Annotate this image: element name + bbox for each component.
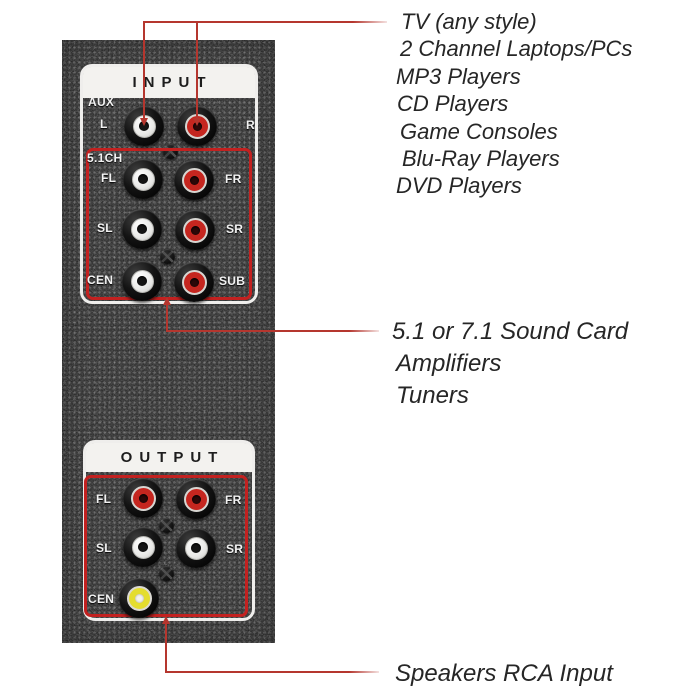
rca-hole bbox=[138, 542, 148, 552]
rca-ring-red bbox=[181, 269, 207, 295]
rca-ring-white bbox=[130, 269, 154, 293]
output-sr-jack bbox=[176, 528, 216, 568]
rca-hole bbox=[189, 277, 199, 287]
rca-ring-red bbox=[130, 485, 156, 511]
screw-icon bbox=[163, 144, 178, 159]
rca-hole bbox=[192, 121, 202, 131]
source-item: MP3 Players bbox=[396, 63, 521, 89]
input-fr-jack bbox=[174, 160, 214, 200]
input-sub-jack bbox=[174, 262, 214, 302]
rca-ring-white bbox=[130, 217, 154, 241]
rca-ring-white bbox=[131, 167, 155, 191]
rca-ring-red bbox=[182, 217, 208, 243]
aux-left-label: L bbox=[100, 117, 108, 131]
surround-callout-line bbox=[166, 303, 168, 332]
rca-ring-yellow bbox=[126, 585, 152, 611]
screw-icon bbox=[159, 566, 174, 581]
output-cen-label: CEN bbox=[88, 592, 115, 606]
input-label-band: INPUT bbox=[83, 67, 255, 98]
output-cen-jack bbox=[119, 578, 159, 618]
source-item: 5.1 or 7.1 Sound Card bbox=[392, 318, 629, 345]
output-label-band: OUTPUT bbox=[86, 443, 252, 472]
rca-hole bbox=[191, 543, 201, 553]
rca-hole bbox=[137, 224, 147, 234]
callout-arrow-icon bbox=[140, 118, 148, 126]
screw-icon bbox=[159, 518, 174, 533]
source-item: Tuners bbox=[396, 382, 469, 409]
surround-sources-list: 5.1 or 7.1 Sound Card Amplifiers Tuners bbox=[392, 316, 628, 412]
rca-ring-red bbox=[183, 486, 209, 512]
output-sl-jack bbox=[123, 527, 163, 567]
source-item: Speakers RCA Input bbox=[395, 660, 613, 687]
sources-callout-line bbox=[143, 21, 145, 119]
rca-hole bbox=[137, 276, 147, 286]
sources-callout-line bbox=[144, 21, 387, 23]
panel-texture bbox=[62, 40, 275, 643]
output-sr-label: SR bbox=[226, 542, 244, 556]
speaker-callout-line bbox=[165, 622, 167, 673]
input-fr-label: FR bbox=[225, 172, 242, 186]
output-fr-jack bbox=[176, 479, 216, 519]
output-fr-label: FR bbox=[225, 493, 242, 507]
sources-list: TV (any style) 2 Channel Laptops/PCs MP3… bbox=[396, 8, 632, 200]
input-sr-label: SR bbox=[226, 222, 244, 236]
source-item: Amplifiers bbox=[396, 350, 502, 377]
rear-panel bbox=[62, 40, 275, 643]
output-sl-label: SL bbox=[96, 541, 112, 555]
surround-callout-line bbox=[166, 330, 379, 332]
rca-hole bbox=[189, 175, 199, 185]
rca-hole bbox=[134, 593, 144, 603]
input-sl-label: SL bbox=[97, 221, 113, 235]
callout-arrow-icon bbox=[163, 297, 171, 305]
source-item: TV (any style) bbox=[401, 9, 537, 34]
source-item: DVD Players bbox=[396, 173, 522, 199]
rca-hole bbox=[138, 493, 148, 503]
source-item: Game Consoles bbox=[400, 118, 558, 144]
input-cen-label: CEN bbox=[87, 273, 114, 287]
callout-arrow-icon bbox=[162, 616, 170, 624]
speaker-output-list: Speakers RCA Input bbox=[395, 659, 613, 689]
input-sl-jack bbox=[122, 209, 162, 249]
rca-ring-white bbox=[131, 535, 155, 559]
rca-ring-white bbox=[184, 536, 208, 560]
input-sr-jack bbox=[175, 210, 215, 250]
rca-hole bbox=[190, 225, 200, 235]
sources-callout-line bbox=[196, 21, 198, 119]
surround-group-label: 5.1CH bbox=[87, 151, 123, 165]
source-item: 2 Channel Laptops/PCs bbox=[400, 36, 633, 62]
input-sub-label: SUB bbox=[219, 274, 246, 288]
rca-hole bbox=[138, 174, 148, 184]
input-title: INPUT bbox=[132, 74, 213, 91]
rca-hole bbox=[191, 494, 201, 504]
source-item: Blu-Ray Players bbox=[402, 146, 560, 172]
output-fl-jack bbox=[123, 478, 163, 518]
speaker-callout-line bbox=[165, 671, 379, 673]
input-fl-jack bbox=[123, 159, 163, 199]
aux-label: AUX bbox=[88, 95, 115, 109]
source-item: CD Players bbox=[397, 91, 509, 117]
output-fl-label: FL bbox=[96, 492, 112, 506]
input-fl-label: FL bbox=[101, 171, 117, 185]
input-cen-jack bbox=[122, 261, 162, 301]
output-title: OUTPUT bbox=[120, 449, 225, 466]
callout-arrow-icon bbox=[193, 118, 201, 126]
aux-right-label: R bbox=[246, 118, 255, 132]
screw-icon bbox=[160, 249, 175, 264]
speaker-output-group-outline bbox=[84, 475, 248, 617]
rca-ring-red bbox=[181, 167, 207, 193]
rca-hole bbox=[139, 121, 149, 131]
